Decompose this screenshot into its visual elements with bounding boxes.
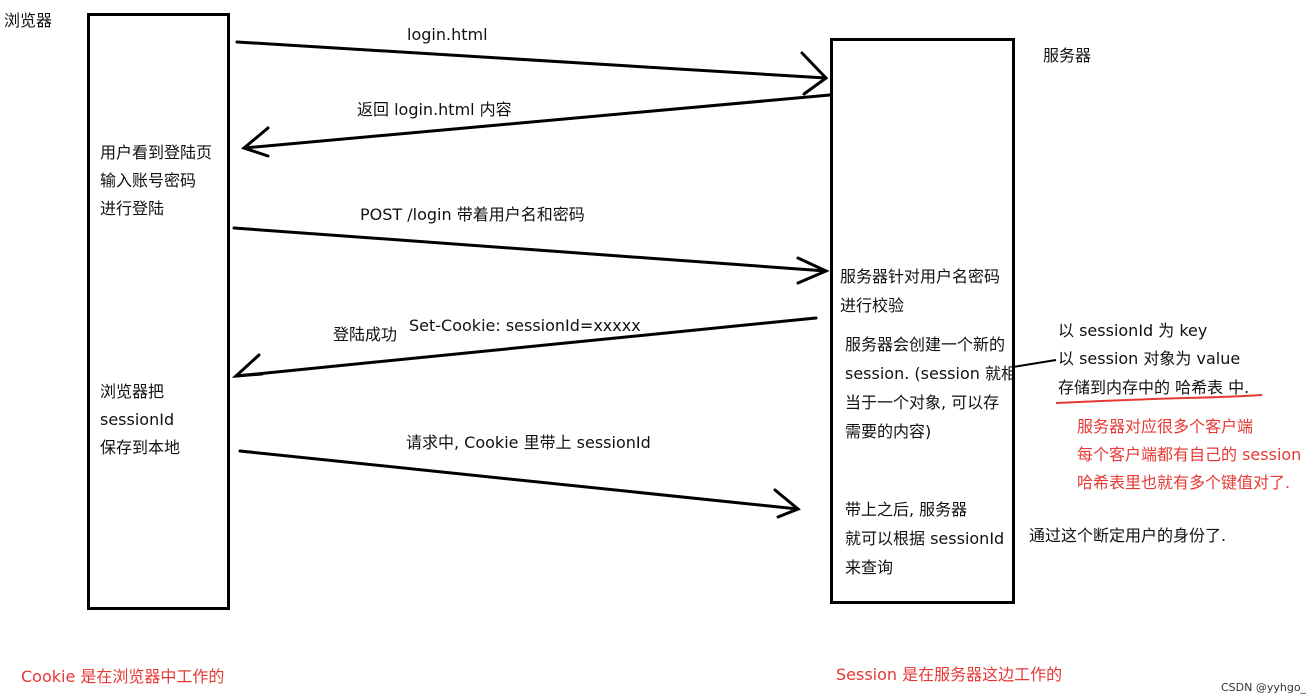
arrow5-head	[773, 488, 801, 519]
server-box	[830, 38, 1015, 604]
arrow3-label: POST /login 带着用户名和密码	[360, 205, 585, 224]
browser-title: 浏览器	[4, 11, 53, 30]
server-lookup-note: 带上之后, 服务器 就可以根据 sessionId 来查询	[845, 500, 1005, 577]
arrow3-line	[232, 226, 828, 273]
red-explanation-note: 服务器对应很多个客户端 每个客户端都有自己的 session 哈希表里也就有多个…	[1077, 417, 1302, 492]
browser-save-note: 浏览器把 sessionId 保存到本地	[100, 382, 181, 457]
session-footer-note: Session 是在服务器这边工作的	[836, 665, 1063, 684]
session-to-hash-connector	[1012, 359, 1057, 368]
server-create-session-note: 服务器会创建一个新的 session. (session 就相 当于一个对象, …	[845, 335, 1012, 441]
arrow1-head	[800, 51, 829, 96]
arrow1-line	[235, 40, 828, 80]
hash-note-line1: 以 sessionId 为 key	[1058, 321, 1208, 340]
arrow4-head	[231, 353, 264, 378]
arrow2-head	[240, 126, 270, 158]
arrow4-left-label: 登陆成功	[333, 325, 398, 344]
browser-login-note: 用户看到登陆页 输入账号密码 进行登陆	[100, 143, 213, 218]
browser-box	[87, 13, 230, 610]
arrow4-right-label: Set-Cookie: sessionId=xxxxx	[409, 316, 641, 335]
cookie-footer-note: Cookie 是在浏览器中工作的	[21, 667, 225, 686]
arrow2-line	[242, 93, 832, 150]
server-validate-note: 服务器针对用户名密码 进行校验	[840, 267, 1001, 315]
arrow2-label: 返回 login.html 内容	[357, 100, 512, 119]
arrow5-label: 请求中, Cookie 里带上 sessionId	[406, 433, 651, 452]
identity-note: 通过这个断定用户的身份了.	[1029, 526, 1227, 545]
server-title: 服务器	[1043, 46, 1092, 65]
hash-note-line2: 以 session 对象为 value	[1058, 349, 1241, 368]
hash-note-line3: 存储到内存中的 哈希表 中.	[1058, 378, 1250, 397]
arrow5-line	[238, 449, 800, 511]
csdn-watermark: CSDN @yyhgo_	[1221, 681, 1307, 694]
arrow1-label: login.html	[407, 25, 488, 44]
arrow3-head	[796, 256, 830, 285]
